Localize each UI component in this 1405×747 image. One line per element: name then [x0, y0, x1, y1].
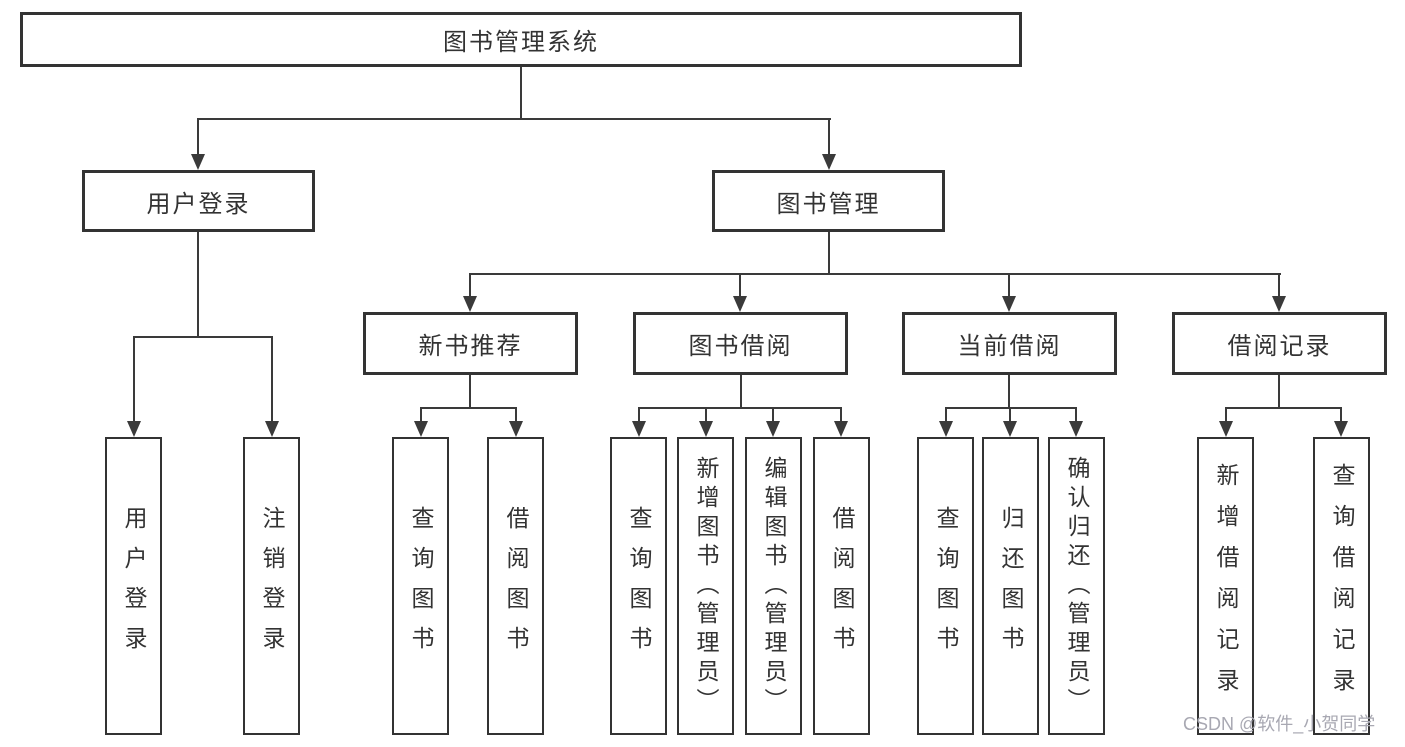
connector-userlogin-stem: [197, 232, 199, 338]
arrowhead-current-borrow: [1002, 296, 1016, 312]
leaf-current-confirm-return-admin: 确认归还（管理员）: [1048, 437, 1105, 735]
leaf-current-query-books: 查询图书: [917, 437, 974, 735]
leaf-borrow-borrow-books-label: 借阅图书: [829, 506, 855, 666]
arrowhead-bookborrow-leaf1: [632, 421, 646, 437]
connector-drop-new-book-recommend: [469, 273, 471, 298]
leaf-borrow-edit-books-admin: 编辑图书（管理员）: [745, 437, 802, 735]
leaf-borrow-edit-books-admin-label: 编辑图书（管理员）: [761, 455, 787, 717]
connector-currentborrow-stem: [1008, 375, 1010, 408]
arrowhead-currentborrow-leaf3: [1069, 421, 1083, 437]
arrowhead-bookborrow-leaf3: [766, 421, 780, 437]
connector-drop-leaf-logout: [271, 336, 273, 423]
connector-root-branch: [197, 118, 831, 120]
node-book-borrow-label: 图书借阅: [688, 333, 793, 360]
node-book-management: 图书管理: [712, 170, 945, 232]
connector-drop-currentborrow-leaf3: [1075, 407, 1077, 423]
leaf-current-confirm-return-admin-label: 确认归还（管理员）: [1064, 455, 1090, 717]
connector-drop-bookborrow-leaf2: [705, 407, 707, 423]
node-book-borrow: 图书借阅: [633, 312, 848, 375]
connector-drop-borrowrecord-leaf1: [1225, 407, 1227, 423]
connector-drop-bookborrow-leaf4: [840, 407, 842, 423]
arrowhead-book-borrow: [733, 296, 747, 312]
node-current-borrow: 当前借阅: [902, 312, 1117, 375]
arrowhead-newbook-leaf2: [509, 421, 523, 437]
leaf-record-add-borrow-record-label: 新增借阅记录: [1213, 463, 1239, 709]
arrowhead-leaf-user-login: [127, 421, 141, 437]
node-borrow-record-label: 借阅记录: [1227, 333, 1332, 360]
connector-bookborrow-stem: [740, 375, 742, 408]
connector-drop-currentborrow-leaf1: [945, 407, 947, 423]
leaf-record-query-borrow-record-label: 查询借阅记录: [1329, 463, 1355, 709]
arrowhead-book-management: [822, 154, 836, 170]
connector-drop-bookborrow-leaf1: [638, 407, 640, 423]
leaf-logout: 注销登录: [243, 437, 300, 735]
connector-drop-bookborrow-leaf3: [772, 407, 774, 423]
connector-borrowrecord-stem: [1278, 375, 1280, 408]
leaf-newbook-query-books: 查询图书: [392, 437, 449, 735]
leaf-logout-label: 注销登录: [259, 506, 285, 666]
connector-drop-newbook-leaf2: [515, 407, 517, 423]
connector-drop-leaf-user-login: [133, 336, 135, 423]
node-new-book-recommend-label: 新书推荐: [418, 333, 523, 360]
connector-drop-borrow-record: [1278, 273, 1280, 298]
leaf-user-login: 用户登录: [105, 437, 162, 735]
leaf-newbook-borrow-books: 借阅图书: [487, 437, 544, 735]
leaf-newbook-borrow-books-label: 借阅图书: [503, 506, 529, 666]
node-current-borrow-label: 当前借阅: [957, 333, 1062, 360]
connector-drop-newbook-leaf1: [420, 407, 422, 423]
node-root-label: 图书管理系统: [443, 29, 599, 56]
connector-bookmgmt-branch: [469, 273, 1281, 275]
node-borrow-record: 借阅记录: [1172, 312, 1387, 375]
leaf-newbook-query-books-label: 查询图书: [408, 506, 434, 666]
connector-borrowrecord-branch: [1225, 407, 1342, 409]
leaf-borrow-add-books-admin-label: 新增图书（管理员）: [693, 455, 719, 717]
arrowhead-borrowrecord-leaf2: [1334, 421, 1348, 437]
leaf-borrow-query-books-label: 查询图书: [626, 506, 652, 666]
arrowhead-leaf-logout: [265, 421, 279, 437]
node-new-book-recommend: 新书推荐: [363, 312, 578, 375]
arrowhead-user-login: [191, 154, 205, 170]
connector-drop-user-login: [197, 118, 199, 156]
connector-drop-book-management: [828, 118, 830, 156]
leaf-current-return-books: 归还图书: [982, 437, 1039, 735]
arrowhead-currentborrow-leaf2: [1003, 421, 1017, 437]
node-user-login-label: 用户登录: [146, 190, 251, 218]
node-user-login: 用户登录: [82, 170, 315, 232]
leaf-current-return-books-label: 归还图书: [998, 506, 1024, 666]
arrowhead-bookborrow-leaf4: [834, 421, 848, 437]
leaf-record-add-borrow-record: 新增借阅记录: [1197, 437, 1254, 735]
arrowhead-borrow-record: [1272, 296, 1286, 312]
connector-bookborrow-branch: [638, 407, 842, 409]
arrowhead-new-book-recommend: [463, 296, 477, 312]
connector-bookmgmt-stem: [828, 232, 830, 275]
leaf-current-query-books-label: 查询图书: [933, 506, 959, 666]
leaf-record-query-borrow-record: 查询借阅记录: [1313, 437, 1370, 735]
node-root: 图书管理系统: [20, 12, 1022, 67]
arrowhead-bookborrow-leaf2: [699, 421, 713, 437]
leaf-borrow-borrow-books: 借阅图书: [813, 437, 870, 735]
arrowhead-newbook-leaf1: [414, 421, 428, 437]
connector-drop-current-borrow: [1008, 273, 1010, 298]
connector-userlogin-branch: [133, 336, 273, 338]
connector-currentborrow-branch: [945, 407, 1077, 409]
connector-newbook-branch: [420, 407, 517, 409]
connector-drop-borrowrecord-leaf2: [1340, 407, 1342, 423]
connector-root-stem: [520, 67, 522, 119]
arrowhead-borrowrecord-leaf1: [1219, 421, 1233, 437]
connector-newbook-stem: [469, 375, 471, 408]
leaf-borrow-add-books-admin: 新增图书（管理员）: [677, 437, 734, 735]
node-book-management-label: 图书管理: [776, 190, 881, 218]
connector-drop-currentborrow-leaf2: [1009, 407, 1011, 423]
leaf-user-login-label: 用户登录: [121, 506, 147, 666]
arrowhead-currentborrow-leaf1: [939, 421, 953, 437]
csdn-watermark: CSDN @软件_小贺同学: [1183, 714, 1376, 734]
leaf-borrow-query-books: 查询图书: [610, 437, 667, 735]
connector-drop-book-borrow: [739, 273, 741, 298]
